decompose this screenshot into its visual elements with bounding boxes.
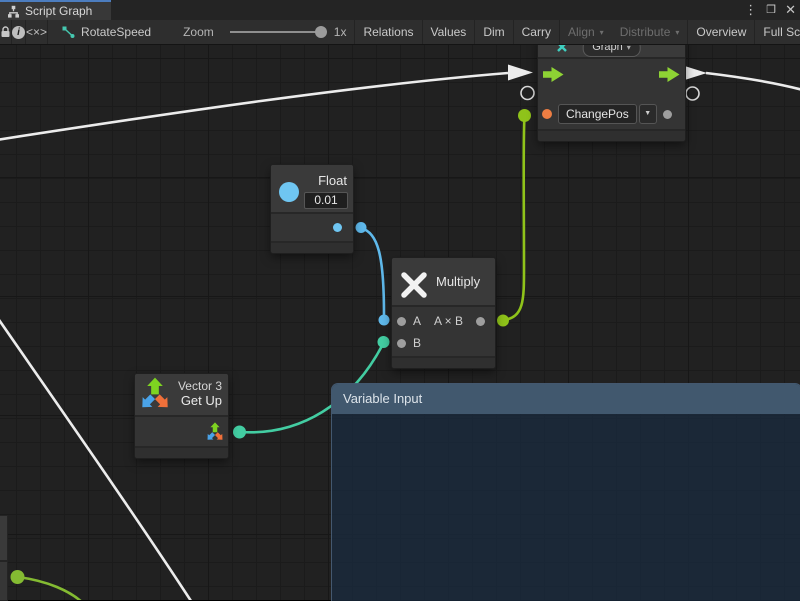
input-b-port[interactable] [397,339,406,348]
wire-diagonal [0,319,192,600]
graph-event-node[interactable]: Graph▾ ChangePos ▼ [537,37,686,142]
toolbar-button-dim[interactable]: Dim [475,20,514,44]
window-maximize-icon[interactable]: ❒ [766,4,777,16]
control-in-arrow-icon[interactable] [508,64,533,81]
window-close-icon[interactable]: ✕ [785,2,796,17]
variable-input-title: Variable Input [343,391,423,406]
wire-vector-to-b [239,342,385,434]
vector3-output-port-icon[interactable] [206,422,224,442]
control-out-arrow-icon[interactable] [683,65,707,81]
graph-breadcrumb-icon [62,26,75,38]
info-icon: i [12,25,25,39]
blue-endpoint-out[interactable] [355,222,367,233]
lime-endpoint-out[interactable] [497,314,509,327]
code-preview-button[interactable]: <×> [26,20,49,44]
variable-input-group[interactable]: Variable Input [331,383,800,601]
output-port[interactable] [476,317,485,326]
blue-endpoint-in[interactable] [378,314,390,326]
open-endpoint-ring-left[interactable] [520,85,535,101]
float-node-body [271,212,353,241]
zoom-slider-handle[interactable] [314,26,327,38]
graph-node-body: ChangePos ▼ [538,57,685,141]
vector-node-header: Vector 3 Get Up [135,374,228,415]
output-label: A × B [434,314,464,328]
code-preview-icon: <×> [26,25,48,39]
lock-icon [1,26,10,37]
float-node-header: Float 0.01 [271,165,353,212]
toolbar-button-fullscreen[interactable]: Full Screen [763,25,800,39]
graph-node-footer [538,129,685,141]
vector-node-body [135,415,228,446]
float-node[interactable]: Float 0.01 [270,164,354,254]
toolbar-button-align: Align ▾ [567,25,604,39]
zoom-value: 1x [330,20,356,44]
multiply-x-icon [401,272,427,298]
value-out-port[interactable] [663,109,672,119]
breadcrumb-label: RotateSpeed [81,25,152,39]
input-a-label: A [413,314,422,328]
multiply-node-footer [392,356,495,368]
wire-bottom-green [17,575,82,600]
input-b-label: B [413,336,422,350]
caret-down-icon: ▾ [675,27,680,37]
script-graph-icon [8,5,19,18]
wire-control-out [705,71,800,91]
toolbar-button-overview[interactable]: Overview [688,20,756,44]
control-output-arrow-icon[interactable] [659,67,680,82]
vector3-icon [142,377,168,408]
toolbar-button-distribute: Distribute ▾ [612,20,689,44]
wire-multiply-to-graph [502,116,526,322]
graph-toolbar: i <×> RotateSpeed Zoom 1x Relations Valu… [0,20,800,45]
vector-node-title: Vector 3 [177,379,222,393]
offscreen-node-fragment[interactable] [0,561,8,601]
float-type-icon [279,182,299,202]
info-button[interactable]: i [12,20,26,44]
vector3-getup-node[interactable]: Vector 3 Get Up [134,373,229,459]
multiply-node-header: Multiply [392,258,495,305]
multiply-node-title: Multiply [436,274,481,289]
teal-endpoint-in[interactable] [377,336,390,348]
toolbar-button-values[interactable]: Values [423,20,476,44]
breadcrumb[interactable]: RotateSpeed [48,20,159,44]
zoom-slider-track[interactable] [229,26,327,38]
tab-bar: Script Graph ⋮ ❒ ✕ [0,0,800,20]
wire-float-to-a [360,226,386,316]
event-port-orange[interactable] [542,109,552,119]
control-input-arrow-icon[interactable] [543,67,564,82]
wire-control-in [0,71,509,141]
multiply-node[interactable]: Multiply A A × B B [391,257,496,369]
zoom-slider[interactable] [222,20,330,44]
float-value-field[interactable]: 0.01 [304,192,348,209]
caret-down-icon: ▾ [599,27,604,37]
zoom-label: Zoom [183,25,214,39]
toolbar-button-carry[interactable]: Carry [514,20,560,44]
window-menu-icon[interactable]: ⋮ [744,2,758,17]
caret-down-icon: ▾ [626,43,631,52]
variable-input-header[interactable]: Variable Input [332,384,800,414]
window-controls: ⋮ ❒ ✕ [744,2,796,18]
multiply-node-body: A A × B B [392,305,495,356]
tab-script-graph[interactable]: Script Graph [0,0,111,20]
float-node-footer [271,241,353,253]
toolbar-button-relations[interactable]: Relations [355,20,423,44]
open-endpoint-ring-right[interactable] [685,86,700,101]
green-endpoint-out[interactable] [10,570,25,584]
vector-node-footer [135,446,228,458]
float-output-port[interactable] [333,223,342,232]
lock-button[interactable] [0,20,12,44]
offscreen-node-fragment[interactable] [0,515,8,561]
input-a-port[interactable] [397,317,406,326]
lime-endpoint-in[interactable] [518,109,531,122]
vector-node-subtitle: Get Up [180,393,222,408]
float-node-title: Float [318,173,347,188]
event-name-dropdown[interactable]: ChangePos ▼ [558,104,657,124]
teal-endpoint-out[interactable] [233,425,246,439]
tab-label: Script Graph [25,4,93,18]
caret-down-icon: ▼ [638,104,657,124]
